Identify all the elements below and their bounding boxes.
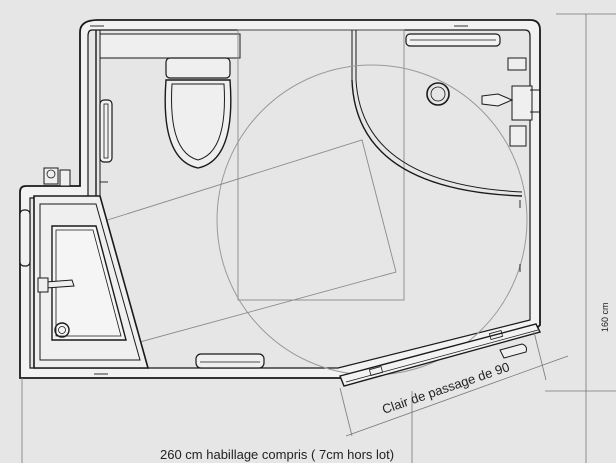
toilet-cistern-cover	[99, 33, 241, 59]
dimension-lines	[21, 13, 616, 463]
door-handle-icon	[499, 343, 527, 359]
width-dimension-label: 260 cm habillage compris ( 7cm hors lot)	[160, 447, 394, 462]
basin-drain-icon	[54, 322, 70, 338]
toilet-icon	[164, 57, 232, 169]
bottom-grab-bar	[195, 353, 265, 369]
shower-zone	[237, 29, 523, 301]
outer-wall	[19, 19, 541, 379]
wc-grab-bar	[99, 99, 113, 163]
basin-grab-bar	[19, 209, 31, 267]
shower-mixer-icon	[481, 57, 540, 147]
floor-drain-icon	[426, 82, 450, 106]
basin-tap-icon	[37, 277, 75, 293]
side-dimension-label: 160 cm	[600, 302, 610, 332]
wall-markers	[90, 25, 521, 375]
shower-grab-bar	[405, 33, 501, 47]
tap-fitting-icon	[43, 167, 71, 187]
washbasin-unit	[33, 195, 150, 369]
entry-door	[339, 323, 542, 387]
